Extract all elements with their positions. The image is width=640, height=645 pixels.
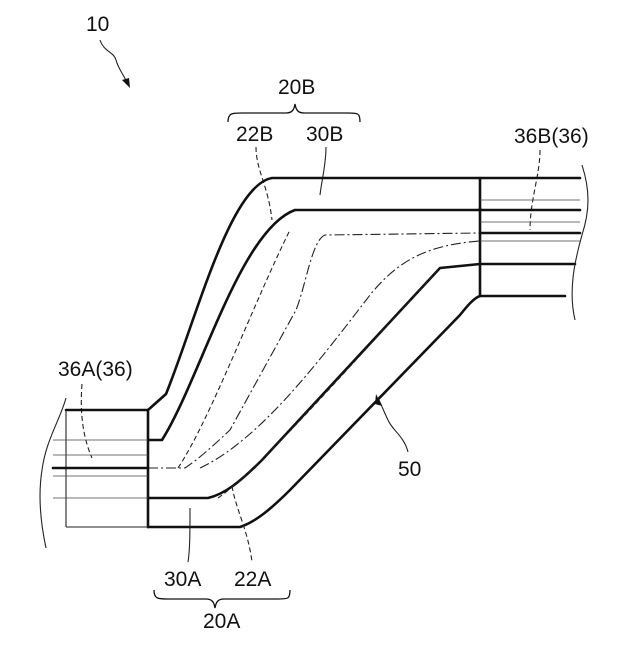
body-outer-top-edge [148, 178, 580, 410]
label-assembly: 10 [86, 13, 109, 36]
body-leader-line [378, 398, 408, 452]
label-lower-left: 30A [164, 568, 201, 591]
upper-right-leader [320, 147, 326, 195]
label-upper-group: 20B [278, 76, 315, 99]
label-lower-group: 20A [203, 610, 240, 633]
right-end-leader [530, 150, 540, 230]
label-right-end: 36B(36) [514, 125, 589, 148]
center-line-lower [200, 241, 480, 468]
hidden-curve-upper [178, 230, 290, 468]
assembly-arrowhead [122, 78, 130, 88]
label-upper-right: 30B [306, 123, 343, 146]
body-outer-bottom-edge [148, 296, 565, 527]
upper-brace [228, 104, 360, 122]
label-upper-left: 22B [236, 123, 273, 146]
right-break-wave [572, 165, 588, 320]
lower-left-leader [188, 508, 190, 562]
label-lower-right: 22A [234, 568, 271, 591]
lower-member-inner-edge [148, 264, 480, 498]
label-body: 50 [398, 458, 421, 481]
assembly-leader-line [100, 40, 128, 84]
left-end-leader [81, 384, 92, 458]
label-left-end: 36A(36) [58, 358, 133, 381]
lower-brace [154, 590, 290, 608]
left-break-wave [40, 398, 66, 548]
